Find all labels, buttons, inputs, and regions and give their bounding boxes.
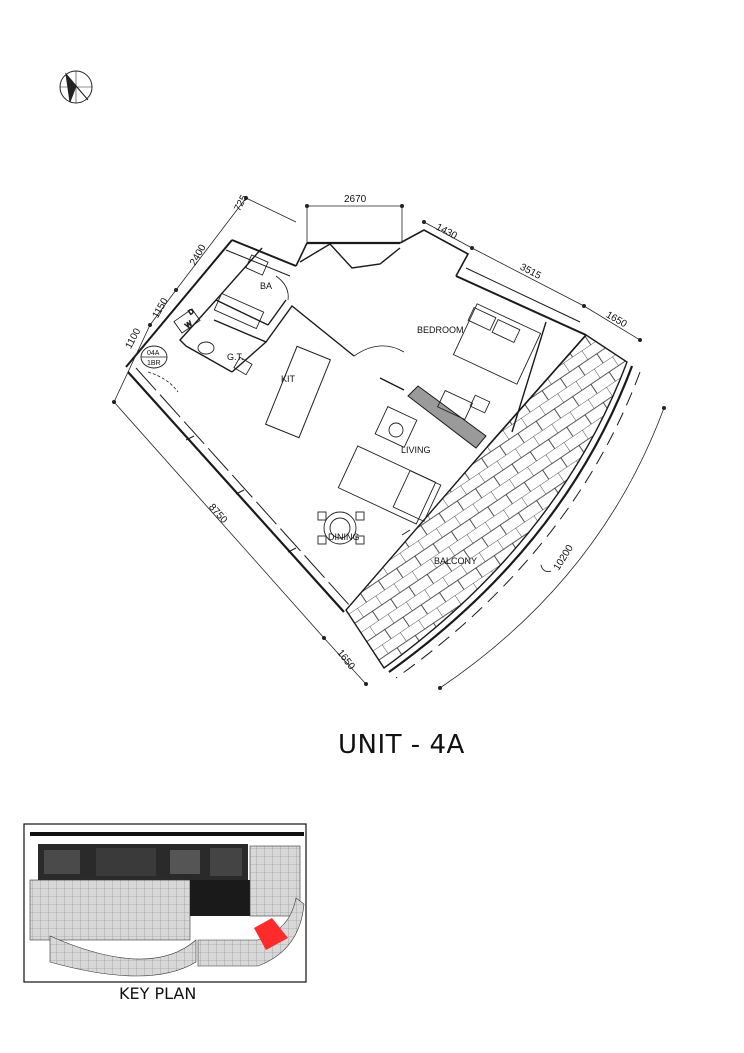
balcony-edge-dashes bbox=[395, 371, 641, 679]
key-plan-caption: KEY PLAN bbox=[119, 984, 197, 1003]
room-label-gt: G.T. bbox=[227, 352, 244, 362]
dim-8750: 8750 bbox=[206, 502, 229, 526]
door-swings bbox=[147, 275, 405, 393]
room-label-balcony: BALCONY bbox=[434, 556, 477, 566]
dim-1650-bottom: 1650 bbox=[334, 648, 357, 673]
unit-tag-type: 1BR bbox=[147, 360, 161, 367]
unit-title: UNIT - 4A bbox=[338, 730, 465, 760]
dim-2400: 2400 bbox=[188, 242, 209, 267]
dim-2670: 2670 bbox=[344, 194, 367, 205]
bedroom-furniture bbox=[437, 303, 542, 421]
dim-1100: 1100 bbox=[124, 326, 144, 351]
unit-tag: 04A 1BR bbox=[140, 345, 168, 369]
kitchen-island bbox=[264, 345, 332, 439]
balcony-area bbox=[345, 334, 628, 669]
room-label-kit: KIT bbox=[281, 374, 296, 384]
key-plan bbox=[23, 823, 307, 983]
key-plan-highlight bbox=[254, 918, 288, 950]
bathroom-fixtures: W D bbox=[173, 254, 269, 376]
room-label-living: LIVING bbox=[401, 445, 431, 455]
outer-walls bbox=[125, 229, 587, 613]
window-marks bbox=[185, 435, 411, 553]
feature-wall bbox=[407, 385, 487, 449]
room-label-dining: DINING bbox=[328, 532, 360, 542]
dimension-lines bbox=[113, 197, 665, 689]
dimension-ticks bbox=[112, 196, 666, 690]
living-furniture bbox=[337, 406, 442, 525]
room-label-bedroom: BEDROOM bbox=[417, 325, 464, 335]
dining-set bbox=[317, 511, 365, 545]
svg-text:D: D bbox=[187, 308, 195, 317]
dim-3515: 3515 bbox=[518, 262, 543, 282]
north-arrow-icon bbox=[59, 70, 93, 104]
room-label-ba: BA bbox=[260, 281, 272, 291]
radius-symbol-icon bbox=[540, 564, 552, 572]
dim-725: 725 bbox=[232, 193, 250, 213]
dim-1650-top: 1650 bbox=[604, 310, 629, 331]
unit-tag-number: 04A bbox=[147, 350, 160, 357]
interior-walls bbox=[179, 243, 547, 433]
balcony-glass-line bbox=[388, 365, 634, 673]
svg-text:W: W bbox=[184, 320, 194, 330]
